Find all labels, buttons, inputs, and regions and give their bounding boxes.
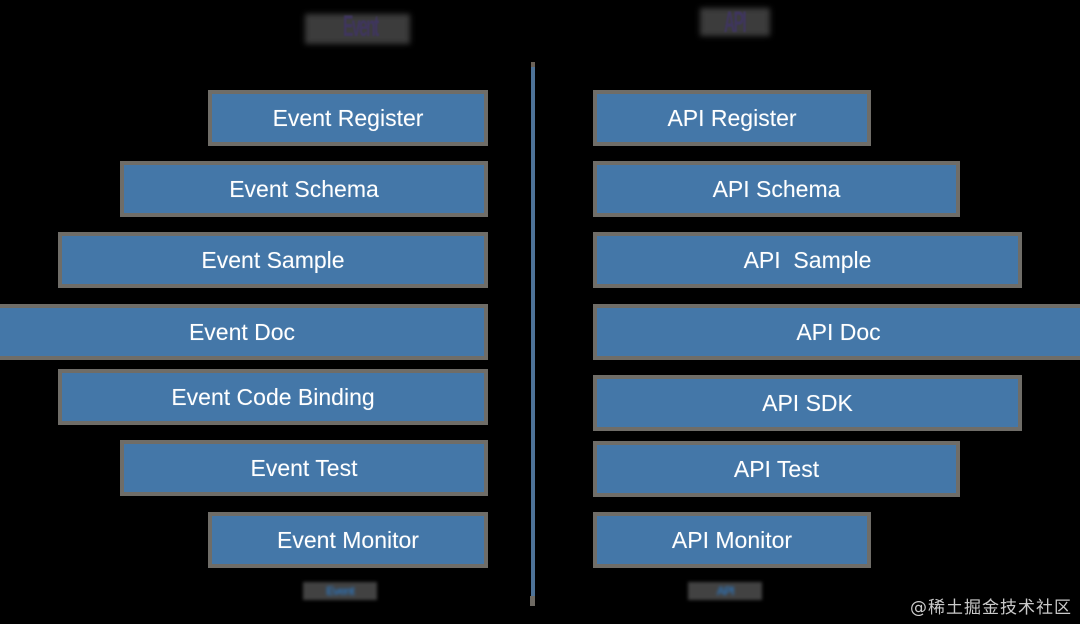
bar-api-sample[interactable]: API Sample — [593, 232, 1022, 288]
bar-label: API Schema — [712, 175, 841, 202]
event-column-title: Event — [305, 12, 415, 42]
bar-event-register[interactable]: Event Register — [208, 90, 488, 146]
bar-event-doc[interactable]: Event Doc — [0, 304, 488, 360]
bar-api-register[interactable]: API Register — [593, 90, 871, 146]
bar-label: Event Sample — [201, 246, 345, 273]
bar-label: Event Doc — [188, 318, 296, 345]
bar-api-test[interactable]: API Test — [593, 441, 960, 497]
bar-label: Event Schema — [229, 175, 379, 202]
column-divider — [531, 62, 535, 606]
bar-api-doc[interactable]: API Doc — [593, 304, 1080, 360]
bar-label: Event Monitor — [277, 526, 419, 553]
event-column-title-text: Event — [342, 10, 379, 43]
event-footer-caption: Event — [303, 582, 377, 600]
column-divider-foot — [530, 596, 535, 606]
api-column-title-text: API — [724, 6, 747, 39]
column-divider-cap — [531, 62, 535, 67]
bar-label: API Test — [733, 455, 820, 482]
api-footer-caption: API — [688, 582, 762, 600]
watermark: @稀土掘金技术社区 — [910, 598, 1072, 618]
bar-api-monitor[interactable]: API Monitor — [593, 512, 871, 568]
bar-label: Event Register — [272, 104, 424, 131]
bar-label: Event Test — [250, 454, 358, 481]
bar-event-sample[interactable]: Event Sample — [58, 232, 488, 288]
api-column-title: API — [690, 8, 780, 38]
bar-api-schema[interactable]: API Schema — [593, 161, 960, 217]
bar-label: Event Code Binding — [171, 383, 375, 410]
bar-label: API SDK — [762, 389, 853, 416]
event-title-background — [305, 14, 410, 44]
bar-api-sdk[interactable]: API SDK — [593, 375, 1022, 431]
bar-label: API Sample — [743, 246, 872, 273]
bar-label: API Register — [667, 104, 797, 131]
api-title-background — [700, 8, 770, 36]
bar-event-schema[interactable]: Event Schema — [120, 161, 488, 217]
bar-event-test[interactable]: Event Test — [120, 440, 488, 496]
bar-event-monitor[interactable]: Event Monitor — [208, 512, 488, 568]
bar-label: API Doc — [796, 318, 881, 345]
bar-label: API Monitor — [671, 526, 793, 553]
bar-event-code-binding[interactable]: Event Code Binding — [58, 369, 488, 425]
